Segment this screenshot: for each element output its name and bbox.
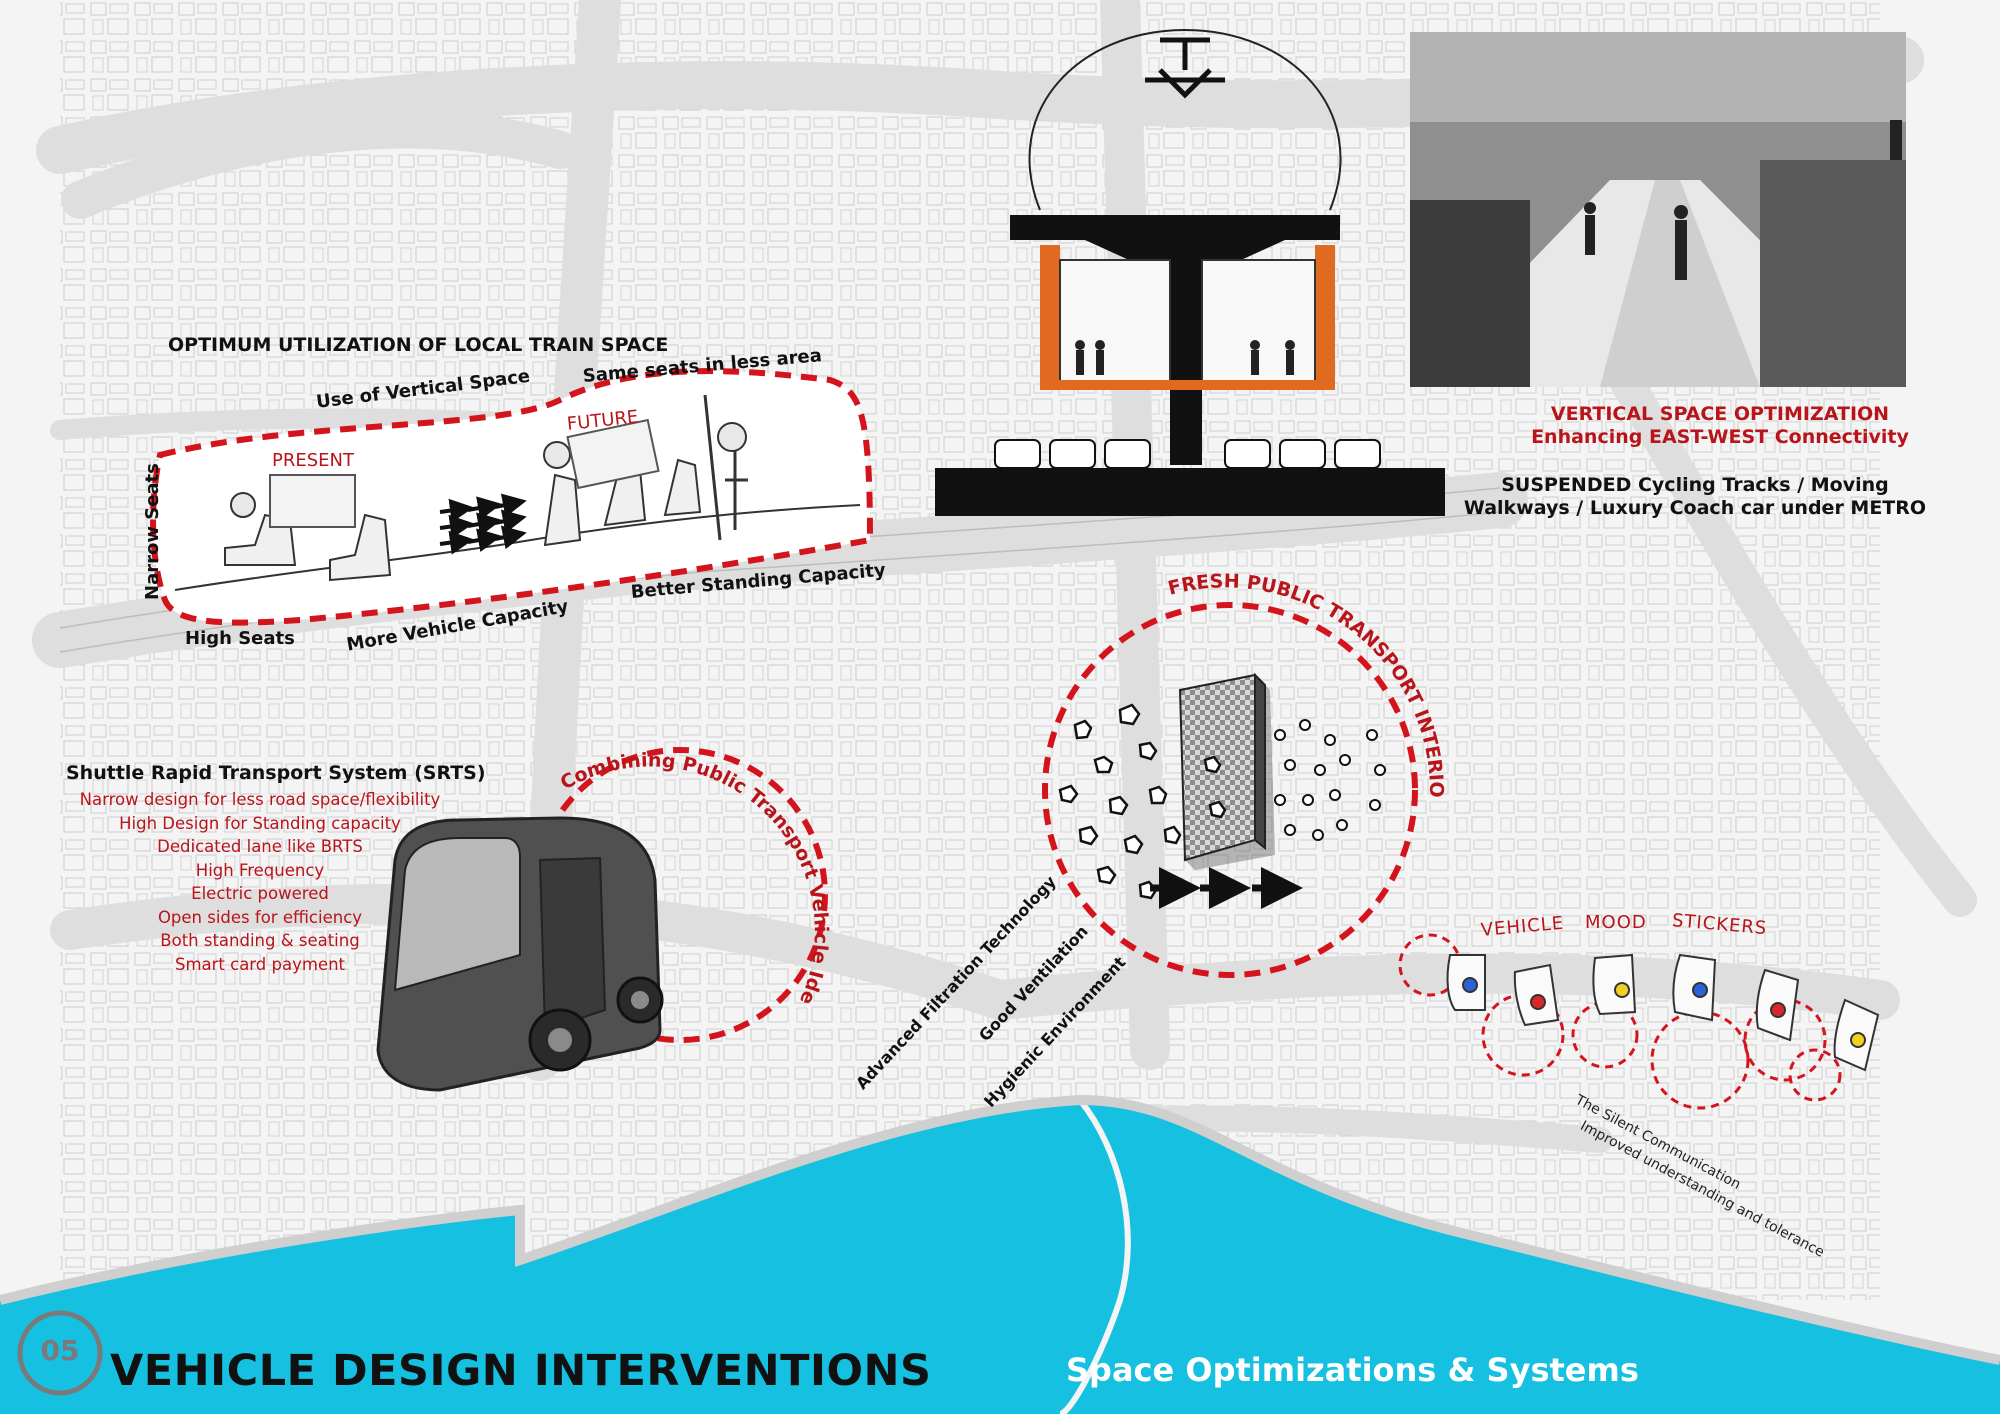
page-subtitle: Space Optimizations & Systems	[1066, 1351, 1639, 1389]
srts-feature: High Design for Standing capacity	[119, 813, 401, 833]
note-high-seats: High Seats	[185, 628, 295, 649]
metro-section-drawing	[935, 28, 1445, 516]
train-space-zone	[150, 368, 874, 626]
interiors-arc-label: FRESH PUBLIC TRANSPORT INTERIORS	[0, 0, 1447, 798]
right-arrow-icon	[439, 493, 527, 555]
srts-zone	[376, 747, 828, 1092]
number-circle-badge	[17, 1310, 103, 1396]
sea	[0, 1100, 2000, 1414]
present-label: PRESENT	[272, 450, 354, 471]
srts-feature-list: Narrow design for less road space/flexib…	[40, 788, 480, 976]
walkway-render-photo	[1410, 32, 1906, 387]
srts-feature: Electric powered	[191, 884, 329, 903]
srts-arc-label: Combining Public Transport Vehicle Ideas	[0, 0, 832, 1008]
electric-shuttle-bus-icon	[376, 816, 664, 1092]
metro-subtitle: Enhancing EAST-WEST Connectivity	[1531, 426, 1909, 448]
train-space-title: OPTIMUM UTILIZATION OF LOCAL TRAIN SPACE	[168, 334, 669, 356]
page-title: VEHICLE DESIGN INTERVENTIONS	[110, 1346, 932, 1396]
srts-feature: Smart card payment	[174, 954, 346, 974]
srts-feature: High Frequency	[195, 860, 325, 880]
srts-feature: Dedicated lane like BRTS	[157, 837, 363, 856]
metro-title: VERTICAL SPACE OPTIMIZATION	[1550, 403, 1890, 425]
mood-stickers-zone	[1398, 933, 1880, 1110]
stickers-word-2: MOOD	[1585, 912, 1647, 933]
srts-feature: Both standing & seating	[160, 931, 360, 950]
srts-feature: Open sides for efficiency	[157, 907, 363, 927]
srts-feature: Narrow design for less road space/flexib…	[79, 790, 441, 809]
metro-desc-line2: Walkways / Luxury Coach car under METRO	[1463, 497, 1927, 519]
interiors-zone	[1042, 602, 1418, 978]
srts-title: Shuttle Rapid Transport System (SRTS)	[66, 762, 486, 784]
metro-desc-line1: SUSPENDED Cycling Tracks / Moving	[1501, 474, 1889, 496]
section-number: 05	[40, 1334, 80, 1367]
